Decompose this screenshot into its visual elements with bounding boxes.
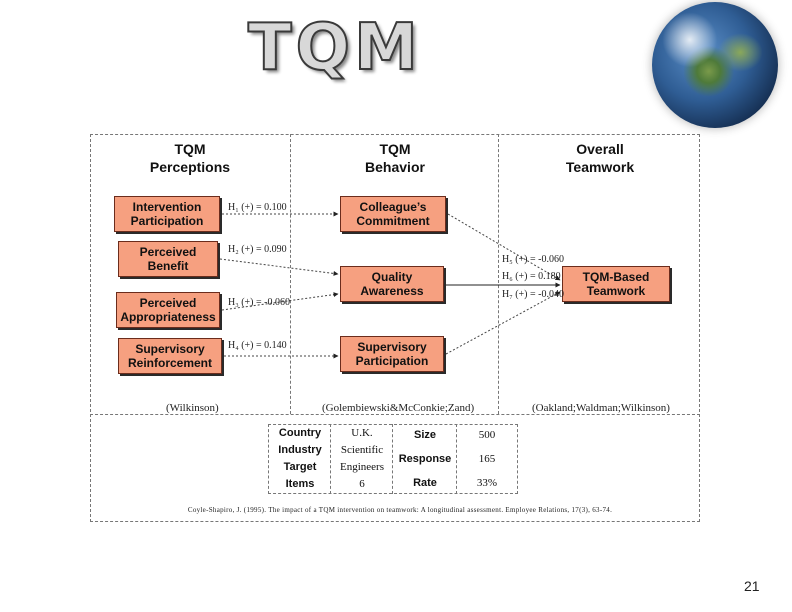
table-response-value: 165: [478, 453, 496, 465]
header-perceptions: TQM Perceptions: [149, 141, 231, 175]
table-industry-label: Industry: [278, 444, 322, 456]
source-right: (Oakland;Waldman;Wilkinson): [532, 402, 670, 414]
hypothesis-h2: H₂ (+) = 0.090: [228, 244, 287, 255]
table-size-value: 500: [478, 429, 496, 441]
box-perceived-appropriateness: Perceived Appropriateness: [116, 292, 220, 328]
table-industry-value: Scientific: [340, 444, 384, 456]
box-tqm-based-teamwork: TQM-Based Teamwork: [562, 266, 670, 302]
citation: Coyle-Shapiro, J. (1995). The impact of …: [187, 506, 613, 514]
box-supervisory-reinforcement: Supervisory Reinforcement: [118, 338, 222, 374]
hypothesis-h7: H₇ (+) = -0.040: [502, 289, 564, 300]
box-supervisory-participation: Supervisory Participation: [340, 336, 444, 372]
table-response-label: Response: [398, 453, 452, 465]
box-colleagues-commitment: Colleague’s Commitment: [340, 196, 446, 232]
table-items-value: 6: [359, 478, 365, 490]
table-items-label: Items: [285, 478, 315, 490]
table-rate-label: Rate: [413, 477, 437, 489]
section-divider: [90, 414, 700, 415]
hypothesis-h5: H₅ (+) = -0.060: [502, 254, 564, 265]
table-country-label: Country: [278, 427, 322, 439]
header-overall: Overall Teamwork: [565, 141, 635, 175]
box-intervention-participation: Intervention Participation: [114, 196, 220, 232]
table-size-label: Size: [413, 429, 436, 441]
slide-title: TQM: [247, 11, 422, 85]
table-divider-1: [330, 424, 331, 494]
box-quality-awareness: Quality Awareness: [340, 266, 444, 302]
table-rate-value: 33%: [476, 477, 498, 489]
hypothesis-h1: H₁ (+) = 0.100: [228, 202, 287, 213]
table-country-value: U.K.: [351, 427, 373, 439]
source-left: (Wilkinson): [166, 402, 219, 414]
table-divider-2: [392, 424, 393, 494]
hypothesis-h4: H₄ (+) = 0.140: [228, 340, 287, 351]
table-target-value: Engineers: [340, 461, 384, 473]
diagram-frame: [90, 134, 700, 522]
box-perceived-benefit: Perceived Benefit: [118, 241, 218, 277]
header-behavior: TQM Behavior: [365, 141, 425, 175]
study-table: [268, 424, 518, 494]
table-divider-3: [456, 424, 457, 494]
source-middle: (Golembiewski&McConkie;Zand): [322, 402, 475, 414]
hypothesis-h3: H₃ (+) = -0.060: [228, 297, 290, 308]
column-divider-1: [290, 134, 291, 414]
globe-image: [652, 2, 778, 128]
page-number: 21: [744, 578, 760, 594]
column-divider-2: [498, 134, 499, 414]
table-target-label: Target: [283, 461, 317, 473]
hypothesis-h6: H₆ (+) = 0.180: [502, 271, 561, 282]
